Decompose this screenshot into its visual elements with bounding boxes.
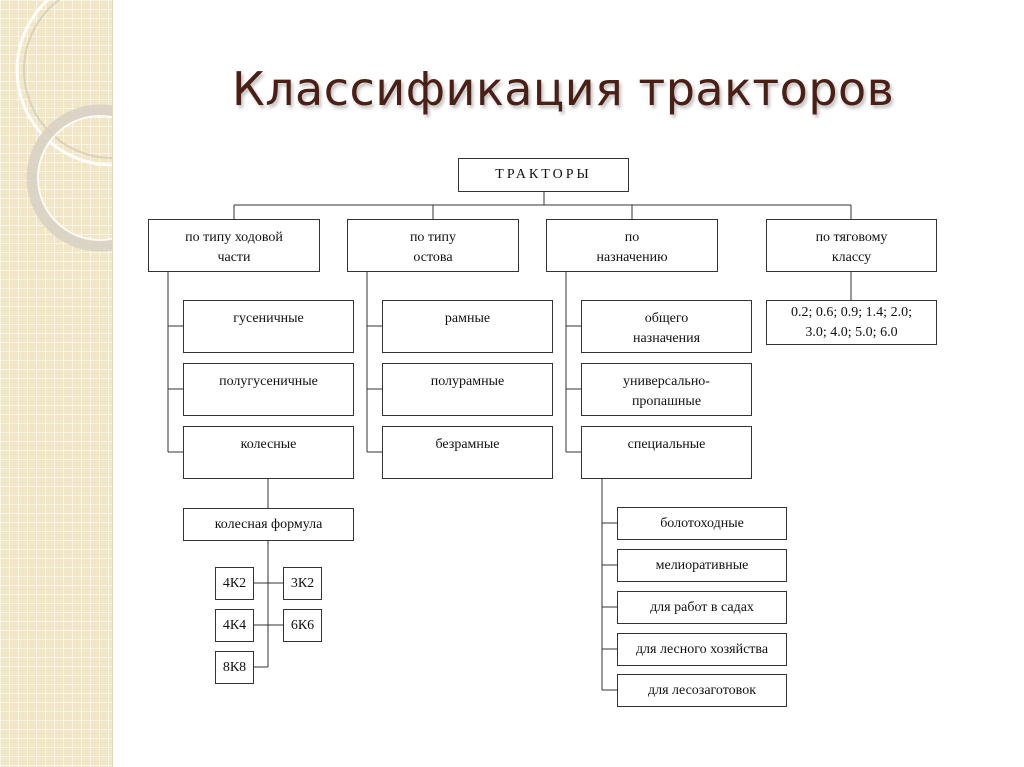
- node-label: рамные: [444, 311, 491, 326]
- purpose-item: универсально- пропашные: [581, 363, 752, 416]
- special-item: болотоходные: [617, 507, 787, 540]
- decorative-rings: [15, 0, 112, 252]
- category-frame: по типу остова: [347, 219, 519, 272]
- wheel-formula-item: 4К4: [215, 609, 254, 642]
- node-label: безрамные: [435, 437, 500, 452]
- category-label: по типу ходовой части: [185, 230, 283, 265]
- wheel-formula-item: 3К2: [283, 567, 322, 600]
- traction-classes-values: 0.2; 0.6; 0.9; 1.4; 2.0; 3.0; 4.0; 5.0; …: [791, 305, 912, 340]
- node-label: гусеничные: [233, 311, 304, 326]
- root-node: ТРАКТОРЫ: [458, 158, 629, 192]
- frame-item: безрамные: [382, 426, 553, 479]
- undercarriage-item: полугусеничные: [183, 363, 354, 416]
- purpose-item: общего назначения: [581, 300, 752, 353]
- wheel-formula-item: 8К8: [215, 651, 254, 684]
- category-label: по назначению: [596, 230, 668, 265]
- node-label: колесная формула: [214, 516, 323, 532]
- special-item: для лесозаготовок: [617, 674, 787, 707]
- node-label: мелиоративные: [655, 557, 749, 573]
- root-label: ТРАКТОРЫ: [495, 167, 592, 182]
- node-label: колесные: [240, 437, 297, 452]
- node-label: специальные: [627, 437, 706, 452]
- special-item: мелиоративные: [617, 549, 787, 582]
- node-label: болотоходные: [660, 515, 744, 531]
- category-traction-class: по тяговому классу: [766, 219, 937, 272]
- special-item: для работ в садах: [617, 591, 787, 624]
- wheel-formula-node: колесная формула: [183, 508, 354, 541]
- node-label: для лесного хозяйства: [635, 641, 769, 657]
- purpose-item: специальные: [581, 426, 752, 479]
- node-label: 6К6: [290, 617, 315, 633]
- node-label: для лесозаготовок: [647, 682, 756, 698]
- special-item: для лесного хозяйства: [617, 633, 787, 666]
- category-purpose: по назначению: [546, 219, 718, 272]
- node-label: общего назначения: [632, 311, 701, 346]
- node-label: 4К4: [222, 617, 247, 633]
- category-label: по типу остова: [409, 230, 457, 265]
- page-title: Классификация тракторов: [232, 62, 895, 116]
- category-label: по тяговому классу: [815, 230, 888, 265]
- node-label: 4К2: [222, 575, 247, 591]
- traction-classes-box: 0.2; 0.6; 0.9; 1.4; 2.0; 3.0; 4.0; 5.0; …: [766, 300, 937, 345]
- node-label: полурамные: [430, 374, 505, 389]
- node-label: универсально- пропашные: [623, 374, 710, 409]
- category-undercarriage: по типу ходовой части: [148, 219, 320, 272]
- undercarriage-item: гусеничные: [183, 300, 354, 353]
- frame-item: полурамные: [382, 363, 553, 416]
- wheel-formula-item: 4К2: [215, 567, 254, 600]
- node-label: для работ в садах: [650, 599, 754, 615]
- decorative-side-strip: [0, 0, 113, 767]
- frame-item: рамные: [382, 300, 553, 353]
- node-label: 3К2: [290, 575, 315, 591]
- node-label: полугусеничные: [219, 374, 318, 389]
- undercarriage-item: колесные: [183, 426, 354, 479]
- wheel-formula-item: 6К6: [283, 609, 322, 642]
- node-label: 8К8: [222, 659, 247, 675]
